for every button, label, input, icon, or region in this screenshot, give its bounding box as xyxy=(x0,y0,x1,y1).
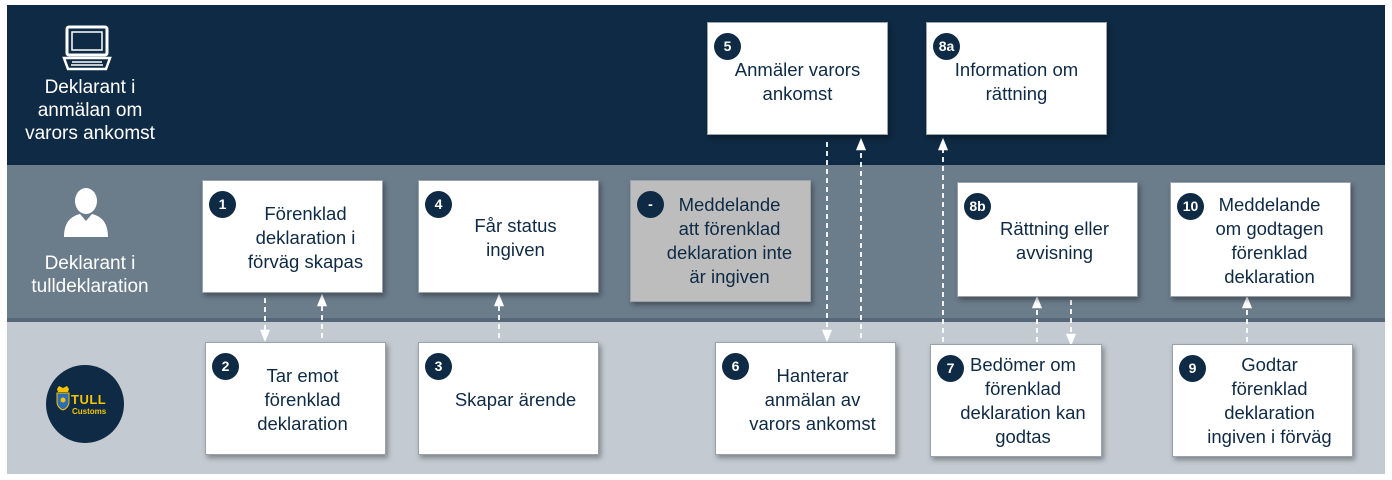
step-badge: 4 xyxy=(425,191,452,218)
step-text: Tar emot förenklad deklaration xyxy=(257,365,348,434)
step-box-notice-not-submitted: - Meddelande att förenklad deklaration i… xyxy=(630,180,811,302)
step-badge: 8b xyxy=(964,193,991,220)
lane-label-declarant-arrival: Deklarant i anmälan om varors ankomst xyxy=(25,77,155,144)
step-text: Bedömer om förenklad deklaration kan god… xyxy=(960,354,1086,447)
step-box-4: 4 Får status ingiven xyxy=(418,180,599,293)
step-badge: - xyxy=(637,191,664,218)
step-box-10: 10 Meddelande om godtagen förenklad dekl… xyxy=(1170,182,1351,297)
lane-declarant-arrival xyxy=(7,5,1385,165)
step-text: Rättning eller avvisning xyxy=(999,218,1109,263)
step-badge: 10 xyxy=(1177,193,1204,220)
step-text: Godtar förenklad deklaration ingiven i f… xyxy=(1207,354,1332,447)
step-badge: 8a xyxy=(933,33,960,60)
step-box-1: 1 Förenklad deklaration i förväg skapas xyxy=(202,180,383,293)
person-icon xyxy=(64,188,108,237)
step-text: Anmäler varors ankomst xyxy=(734,59,861,104)
lane-divider xyxy=(7,318,1385,322)
lane-label-declarant-customs: Deklarant i tulldeklaration xyxy=(31,253,149,297)
step-badge: 2 xyxy=(212,353,239,380)
step-box-9: 9 Godtar förenklad deklaration ingiven i… xyxy=(1172,344,1353,457)
step-box-8b: 8b Rättning eller avvisning xyxy=(957,182,1138,297)
step-badge: 6 xyxy=(722,353,749,380)
step-box-2: 2 Tar emot förenklad deklaration xyxy=(205,342,386,455)
step-text: Förenklad deklaration i förväg skapas xyxy=(247,203,364,272)
step-text: Meddelande att förenklad deklaration int… xyxy=(666,194,793,287)
step-badge: 3 xyxy=(425,353,452,380)
customs-logo-subtext: Customs xyxy=(72,407,107,416)
step-badge: 5 xyxy=(714,33,741,60)
step-box-6: 6 Hanterar anmälan av varors ankomst xyxy=(715,342,896,455)
step-text: Meddelande om godtagen förenklad deklara… xyxy=(1215,194,1324,287)
step-badge: 7 xyxy=(937,355,964,382)
step-text: Hanterar anmälan av varors ankomst xyxy=(749,365,876,434)
step-text: Skapar ärende xyxy=(454,389,577,410)
step-text: Får status ingiven xyxy=(474,215,557,260)
customs-logo-text: TULL xyxy=(71,392,107,407)
step-box-8a: 8a Information om rättning xyxy=(926,22,1107,135)
crown-shield-icon xyxy=(56,386,70,411)
step-box-3: 3 Skapar ärende xyxy=(418,342,599,455)
step-badge: 1 xyxy=(209,191,236,218)
step-box-5: 5 Anmäler varors ankomst xyxy=(707,22,888,135)
computer-icon xyxy=(62,25,112,71)
step-badge: 9 xyxy=(1179,355,1206,382)
step-text: Information om rättning xyxy=(954,59,1079,104)
customs-logo: TULL Customs xyxy=(46,365,124,443)
step-box-7: 7 Bedömer om förenklad deklaration kan g… xyxy=(930,344,1102,457)
